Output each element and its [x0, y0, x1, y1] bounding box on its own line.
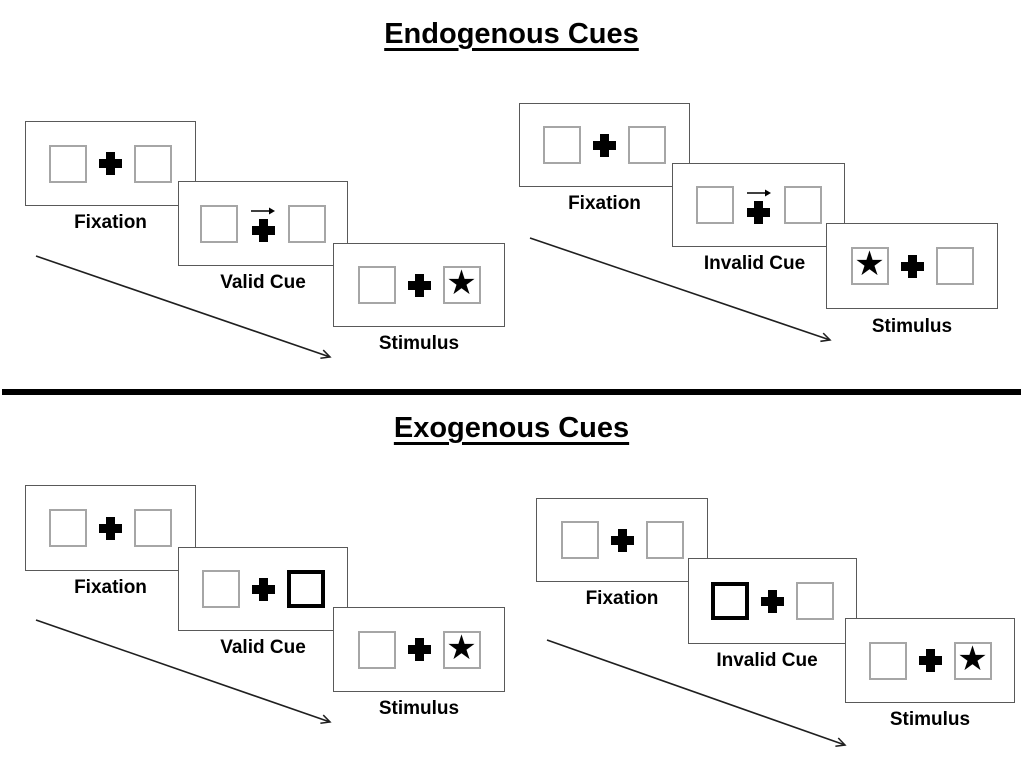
invalid-cue-screen: [688, 558, 857, 644]
left-location-box: [49, 144, 87, 183]
fixation-cross-icon: [99, 516, 122, 540]
right-location-box: ★: [953, 639, 992, 680]
fixation-cross-icon: [99, 152, 122, 175]
screen-label: Stimulus: [871, 316, 953, 337]
star-icon: ★: [957, 639, 988, 678]
timeline-arrow-icon: [529, 237, 832, 343]
fixation-cross-icon: [251, 219, 275, 242]
fixation-screen: [519, 103, 690, 187]
left-location-box: [868, 641, 907, 680]
left-location-box-cued: [711, 582, 749, 620]
fixation-screen: [25, 121, 196, 206]
stimulus-screen: ★: [826, 223, 998, 309]
fixation-cross-icon: [407, 273, 431, 297]
central-cue: [250, 205, 276, 242]
screen-label: Invalid Cue: [716, 650, 818, 671]
valid-cue-screen: [178, 547, 348, 631]
right-location-box: [134, 144, 172, 183]
right-location-box: [796, 582, 834, 620]
left-location-box: [560, 521, 599, 559]
stimulus-screen: ★: [333, 607, 505, 692]
fixation-cross-icon: [900, 254, 924, 278]
screen-label: Invalid Cue: [703, 253, 806, 274]
cue-arrow-icon: [251, 207, 275, 215]
right-location-box: [783, 186, 822, 224]
valid-cue-screen: [178, 181, 348, 266]
right-location-box: ★: [442, 628, 481, 669]
star-icon: ★: [446, 264, 477, 302]
fixation-cross-icon: [918, 649, 942, 672]
right-location-box: [935, 247, 974, 285]
section-divider: [2, 389, 1021, 395]
fixation-cross-icon: [593, 133, 616, 157]
star-icon: ★: [446, 628, 477, 667]
exogenous-title: Exogenous Cues: [393, 412, 630, 444]
timeline-arrow-icon: [35, 255, 332, 360]
left-location-box: [49, 509, 87, 547]
stimulus-screen: ★: [333, 243, 505, 327]
screen-label: Stimulus: [378, 698, 460, 719]
right-location-box: [288, 204, 326, 243]
fixation-cross-icon: [407, 638, 431, 661]
screen-label: Fixation: [585, 588, 659, 609]
timeline-arrow-icon: [35, 619, 332, 725]
timeline-arrow-icon: [546, 639, 847, 747]
screen-label: Stimulus: [889, 709, 971, 730]
screen-label: Fixation: [74, 577, 147, 598]
central-cue: [746, 187, 772, 224]
fixation-cross-icon: [251, 577, 275, 601]
fixation-cross-icon: [747, 200, 770, 224]
fixation-cross-icon: [761, 589, 784, 613]
fixation-cross-icon: [610, 528, 634, 552]
cue-arrow-icon: [746, 189, 771, 196]
star-icon: ★: [854, 245, 885, 283]
stimulus-screen: ★: [845, 618, 1015, 703]
left-location-box: [200, 204, 238, 243]
invalid-cue-screen: [672, 163, 845, 247]
left-location-box: [201, 570, 240, 608]
right-location-box-cued: [286, 570, 325, 608]
screen-label: Valid Cue: [220, 272, 306, 293]
fixation-screen: [536, 498, 708, 582]
screen-label: Fixation: [74, 212, 147, 233]
screen-label: Stimulus: [378, 333, 460, 354]
right-location-box: [645, 521, 684, 559]
right-location-box: ★: [442, 264, 481, 304]
screen-label: Fixation: [568, 193, 641, 214]
right-location-box: [628, 126, 666, 164]
right-location-box: [134, 509, 172, 547]
left-location-box: ★: [850, 245, 889, 285]
left-location-box: [695, 186, 734, 224]
left-location-box: [543, 126, 581, 164]
left-location-box: [357, 266, 396, 304]
endogenous-title: Endogenous Cues: [384, 18, 639, 50]
fixation-screen: [25, 485, 196, 571]
left-location-box: [357, 630, 396, 669]
screen-label: Valid Cue: [220, 637, 306, 658]
